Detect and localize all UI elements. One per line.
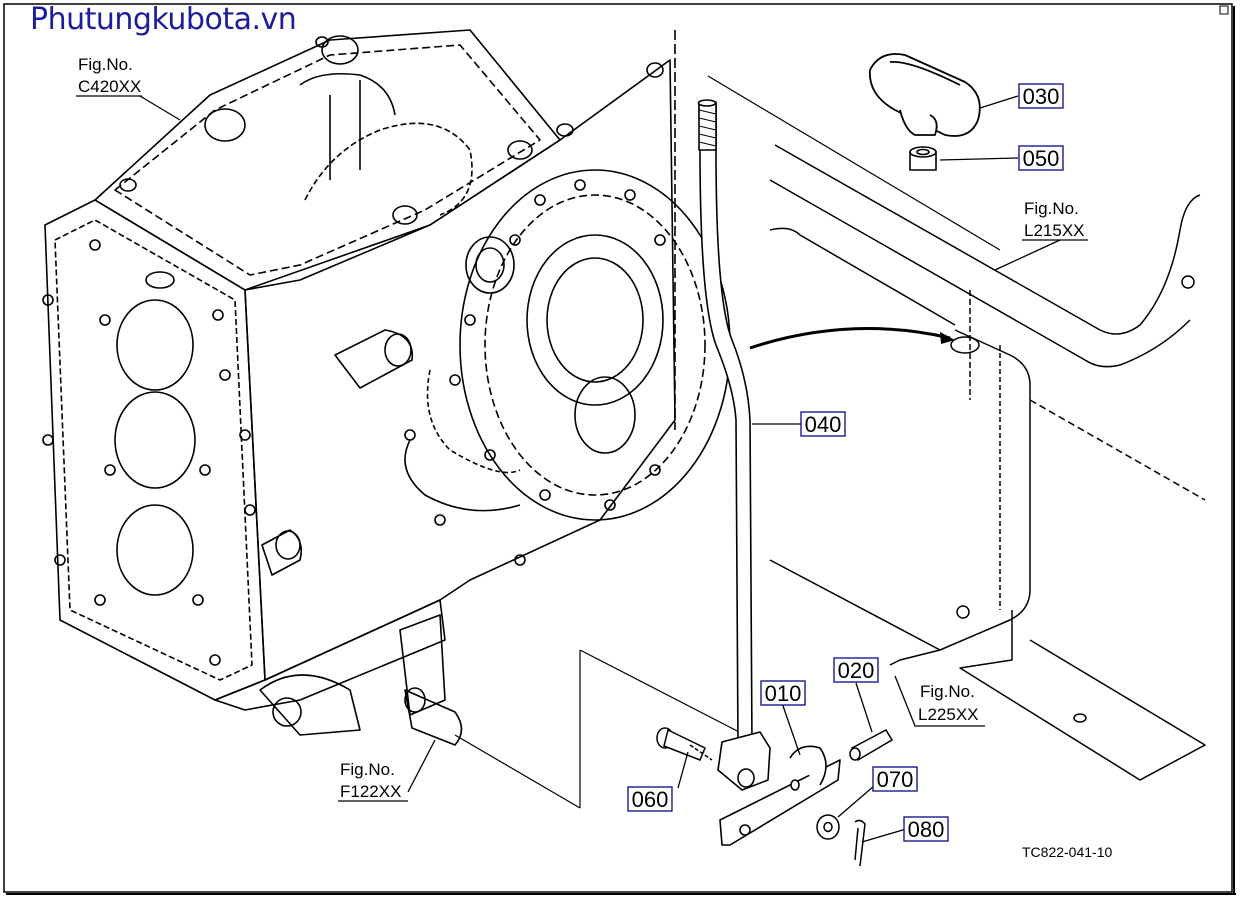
assembly-arrow [749, 327, 951, 350]
callout-box-070 [872, 766, 918, 792]
cotter-pin-080 [854, 819, 866, 867]
callout-box-050 [1018, 145, 1064, 171]
cover-plate [769, 144, 1206, 781]
leader-010 [781, 702, 801, 756]
lever-rod [697, 99, 753, 746]
leader-l225 [894, 675, 985, 727]
callout-box-030 [1018, 83, 1064, 109]
fig-ref-c420-code[interactable]: C420XX [78, 77, 141, 96]
side-face [244, 59, 676, 681]
pilot-bore [465, 236, 515, 294]
slot-top [145, 271, 175, 289]
fig-ref-f122-code[interactable]: F122XX [340, 782, 401, 801]
site-title: Phutungkubota.vn [30, 2, 297, 37]
callout-box-010 [760, 680, 806, 706]
knob [869, 53, 981, 137]
side-boss [334, 329, 414, 389]
bore-3 [116, 504, 194, 596]
bottom-boss [259, 674, 361, 736]
leader-030 [979, 95, 1019, 109]
fig-ref-l225-prefix: Fig.No. [920, 682, 975, 701]
pin-020 [849, 729, 894, 762]
leader-c420 [139, 95, 181, 121]
top-cover [94, 29, 561, 291]
fig-ref-c420-prefix: Fig.No. [78, 55, 133, 74]
shaft-stub [261, 529, 303, 576]
rear-bore [526, 234, 664, 406]
rear-flange [459, 169, 731, 521]
callout-box-080 [903, 816, 949, 842]
transmission-housing [42, 29, 731, 746]
lower-bracket [399, 614, 446, 716]
leader-060 [677, 751, 689, 789]
drawing-border [3, 3, 1233, 893]
leader-020 [855, 682, 873, 733]
pin-060 [656, 727, 713, 761]
bottom-lip [214, 599, 446, 711]
drain-port [272, 697, 302, 727]
bore-2 [114, 391, 196, 489]
corner-mark [1219, 5, 1229, 15]
leader-lines [139, 95, 1061, 843]
part-number-050[interactable]: 050 [1023, 146, 1060, 171]
part-number-010[interactable]: 010 [765, 681, 802, 706]
bore-1 [116, 299, 194, 391]
callout-box-020 [833, 657, 879, 683]
top-gasket [114, 44, 541, 276]
gasket-line [54, 219, 253, 681]
callout-box-060 [627, 786, 673, 812]
assembly-arrow-head [940, 332, 955, 344]
guide-top-to-plate [707, 75, 1001, 251]
guide-pin-to-lever [454, 734, 581, 809]
leader-080 [861, 828, 907, 843]
fig-ref-l215-prefix: Fig.No. [1024, 199, 1079, 218]
leader-f122 [407, 739, 436, 793]
guide-lines [454, 75, 1001, 809]
lever-cylinder [789, 745, 827, 786]
part-number-040[interactable]: 040 [805, 412, 842, 437]
washer-070 [816, 814, 840, 840]
leader-070 [837, 785, 875, 818]
pivot-pin [404, 689, 463, 746]
front-flange-face [44, 199, 266, 701]
leader-050 [939, 157, 1019, 161]
leader-l215 [994, 239, 1061, 271]
part-number-070[interactable]: 070 [877, 767, 914, 792]
part-number-030[interactable]: 030 [1023, 84, 1060, 109]
part-number-020[interactable]: 020 [838, 658, 875, 683]
fig-ref-l225-code[interactable]: L225XX [918, 705, 979, 724]
part-number-060[interactable]: 060 [632, 787, 669, 812]
fig-ref-l215-code[interactable]: L215XX [1024, 221, 1085, 240]
nut [909, 146, 937, 171]
part-number-080[interactable]: 080 [908, 817, 945, 842]
fig-ref-f122-prefix: Fig.No. [340, 760, 395, 779]
callout-boxes [627, 83, 1064, 842]
callout-box-040 [800, 411, 846, 437]
lever-bracket [717, 731, 841, 846]
drawing-code: TC822-041-10 [1022, 844, 1112, 860]
